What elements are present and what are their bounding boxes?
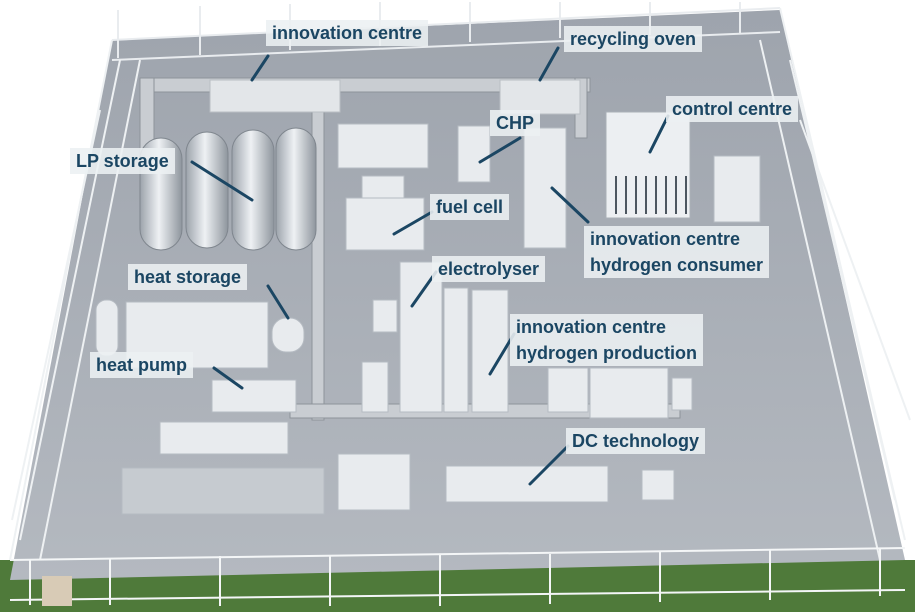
label-heat-storage: heat storage [128,264,248,290]
leader-fuel-cell [392,210,434,236]
control-centre-building [605,111,691,219]
label-ic-consumer-line1: innovation centre [590,229,741,249]
label-lp-storage: LP storage [70,148,175,174]
label-fuel-cell: fuel cell [430,194,510,220]
leader-chp [478,136,522,164]
leader-dc-technology [528,444,570,486]
label-heat-pump: heat pump [90,352,194,378]
leader-recycling-oven [538,46,560,82]
label-ic-production-line2: hydrogen production [516,343,697,363]
leader-control-centre [648,114,670,154]
label-control-centre: control centre [666,96,799,122]
leader-heat-pump [212,366,244,390]
fence-right [759,7,911,561]
leader-innovation-centre [250,54,270,82]
recycling-oven-building [499,79,581,115]
label-recycling-oven: recycling oven [564,26,703,52]
label-innovation-centre: innovation centre [266,20,429,46]
leader-heat-storage [266,284,290,320]
label-electrolyser: electrolyser [432,256,546,282]
fence-left [9,39,141,561]
label-ic-production-line1: innovation centre [516,317,667,337]
label-ic-production: innovation centre hydrogen production [510,314,703,366]
label-ic-consumer-line2: hydrogen consumer [590,255,764,275]
innovation-centre-building [209,79,341,113]
fence-front [9,547,906,606]
leader-ic-consumer [550,186,590,224]
label-chp: CHP [490,110,541,136]
label-ic-consumer: innovation centre hydrogen consumer [584,226,770,278]
gate [42,576,72,606]
leader-lp-storage [190,160,254,202]
plant-buildings [95,123,761,515]
label-dc-technology: DC technology [566,428,706,454]
